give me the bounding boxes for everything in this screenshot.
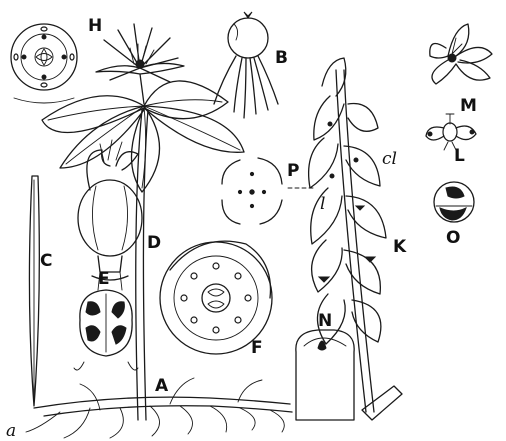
label-k: K (393, 237, 407, 257)
figure-c-pistil (29, 176, 39, 406)
figure-o-fruit-section (434, 182, 474, 222)
label-a-lower: a (6, 421, 16, 441)
label-o: O (446, 228, 460, 248)
label-a: A (155, 376, 169, 396)
label-n: N (318, 311, 332, 331)
leaf-whorl (42, 81, 244, 420)
figure-d-flower (78, 140, 142, 290)
label-p: P (287, 161, 299, 181)
figure-e-ovary-section (74, 290, 138, 370)
figure-h-floral-diagram (11, 24, 77, 103)
label-f: F (251, 338, 263, 358)
label-c: C (40, 251, 52, 271)
label-cl: cl (382, 149, 397, 169)
stalk-k (309, 58, 402, 420)
flower-top (96, 24, 184, 104)
label-h: H (88, 16, 102, 36)
label-m: M (460, 96, 477, 116)
figure-b-berry (214, 12, 278, 118)
label-l-stamens: L (454, 146, 465, 166)
figure-m-flower (430, 24, 492, 84)
figure-p-floral-diagram (222, 158, 316, 224)
label-l: l (320, 194, 325, 214)
label-d: D (147, 233, 161, 253)
figure-l-stamens (426, 114, 476, 150)
label-e: E (98, 269, 110, 289)
label-b: B (275, 48, 288, 68)
